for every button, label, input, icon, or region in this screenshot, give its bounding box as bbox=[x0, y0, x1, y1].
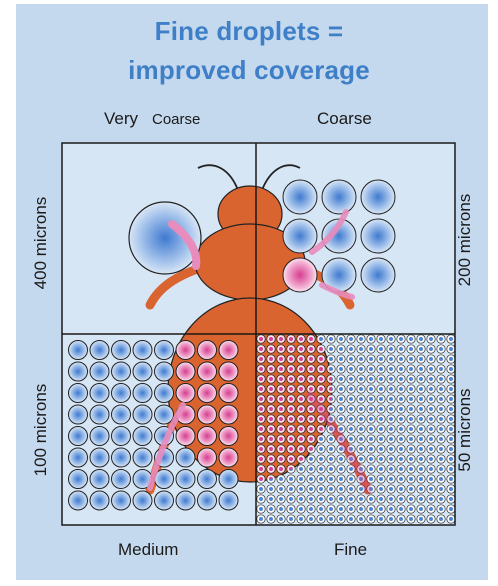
droplet bbox=[69, 341, 88, 360]
droplet-on-beetle bbox=[219, 341, 238, 360]
droplet-on-beetle bbox=[283, 258, 317, 292]
droplet bbox=[112, 341, 131, 360]
droplet bbox=[90, 448, 109, 467]
droplet-on-beetle bbox=[198, 405, 217, 424]
droplet bbox=[361, 180, 395, 214]
droplet bbox=[322, 180, 356, 214]
droplet bbox=[112, 491, 131, 510]
droplet-on-beetle bbox=[176, 362, 195, 381]
droplet bbox=[155, 341, 174, 360]
droplet-on-beetle bbox=[219, 384, 238, 403]
droplet bbox=[133, 362, 152, 381]
droplet bbox=[112, 448, 131, 467]
droplet bbox=[69, 470, 88, 489]
droplet bbox=[155, 491, 174, 510]
droplet bbox=[90, 362, 109, 381]
droplet-on-beetle bbox=[219, 427, 238, 446]
very-coarse-droplet bbox=[129, 202, 201, 274]
droplet bbox=[112, 362, 131, 381]
droplet bbox=[361, 219, 395, 253]
droplet bbox=[133, 341, 152, 360]
droplet-on-beetle bbox=[198, 341, 217, 360]
droplet bbox=[176, 470, 195, 489]
droplet-on-beetle bbox=[198, 427, 217, 446]
droplet bbox=[176, 448, 195, 467]
droplet bbox=[219, 491, 238, 510]
droplet bbox=[198, 491, 217, 510]
droplet-on-beetle bbox=[198, 384, 217, 403]
droplet bbox=[69, 448, 88, 467]
droplet-on-beetle bbox=[176, 384, 195, 403]
droplet-on-beetle bbox=[198, 362, 217, 381]
droplet bbox=[176, 491, 195, 510]
droplet bbox=[90, 405, 109, 424]
droplet bbox=[283, 180, 317, 214]
droplet-on-beetle bbox=[219, 405, 238, 424]
coarse-droplets bbox=[283, 180, 395, 292]
droplet bbox=[133, 384, 152, 403]
droplet bbox=[155, 405, 174, 424]
droplet bbox=[69, 491, 88, 510]
droplet bbox=[155, 362, 174, 381]
droplet bbox=[133, 405, 152, 424]
droplet bbox=[155, 384, 174, 403]
droplet bbox=[69, 405, 88, 424]
droplet bbox=[69, 427, 88, 446]
droplet bbox=[198, 470, 217, 489]
droplet-on-beetle bbox=[176, 427, 195, 446]
droplet bbox=[361, 258, 395, 292]
droplet bbox=[90, 491, 109, 510]
droplet bbox=[90, 427, 109, 446]
droplet bbox=[112, 384, 131, 403]
droplet bbox=[90, 470, 109, 489]
droplet bbox=[69, 384, 88, 403]
droplet bbox=[90, 384, 109, 403]
droplet bbox=[219, 470, 238, 489]
droplet-on-beetle bbox=[176, 341, 195, 360]
droplet bbox=[133, 427, 152, 446]
droplet bbox=[112, 405, 131, 424]
droplet bbox=[69, 362, 88, 381]
droplet bbox=[133, 491, 152, 510]
droplet-on-beetle bbox=[219, 448, 238, 467]
droplet bbox=[90, 341, 109, 360]
droplet bbox=[112, 470, 131, 489]
droplet bbox=[112, 427, 131, 446]
droplet-on-beetle bbox=[219, 362, 238, 381]
droplet bbox=[283, 219, 317, 253]
droplet bbox=[133, 448, 152, 467]
droplet-on-beetle bbox=[198, 448, 217, 467]
